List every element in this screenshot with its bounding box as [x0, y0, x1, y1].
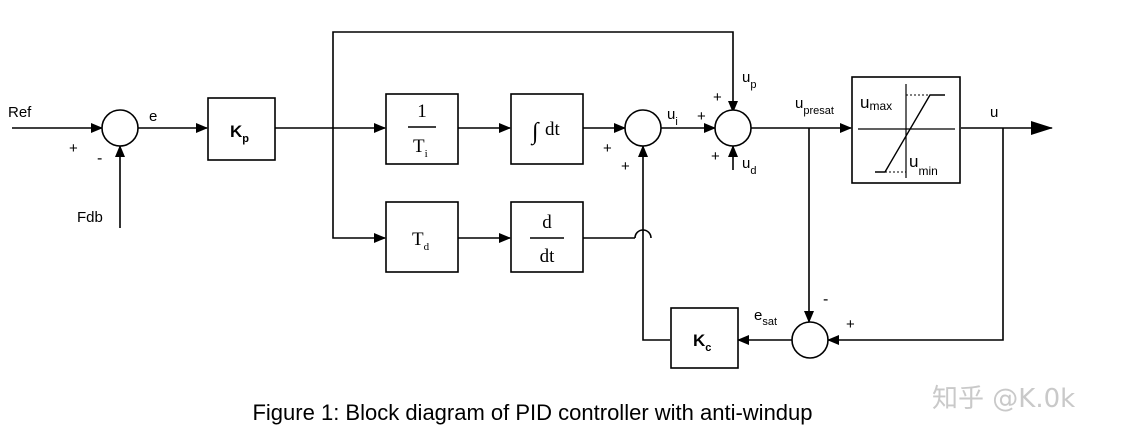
fdb-label: Fdb [77, 209, 103, 226]
td-subscript: d [424, 241, 430, 253]
ti-block: 1 Ti [385, 93, 459, 165]
kc-symbol: K [693, 331, 706, 350]
kp-symbol: K [230, 122, 243, 141]
svg-text:umin: umin [909, 152, 938, 178]
figure-caption: Figure 1: Block diagram of PID controlle… [252, 400, 813, 425]
ui-subscript: i [675, 116, 677, 128]
saturation-curve [875, 94, 945, 173]
upresat-subscript: presat [803, 105, 834, 117]
sum3-left-sign: + [697, 108, 706, 125]
wire-kc-to-sum2 [638, 145, 670, 341]
sum3-bottom-sign: + [711, 148, 720, 165]
deriv-denominator: dt [540, 246, 556, 267]
deriv-numerator: d [542, 212, 552, 233]
integrator-block: ∫ dt [510, 93, 584, 165]
svg-text:Td: Td [412, 229, 430, 253]
ud-symbol: u [742, 155, 750, 172]
integral-sign: ∫ [530, 119, 540, 146]
error-label: e [149, 108, 157, 125]
sum2-left-sign: + [603, 140, 612, 157]
svg-text:ud: ud [742, 155, 756, 177]
sum1-ref-sign: + [69, 140, 78, 157]
up-symbol: u [742, 69, 750, 86]
wires [12, 31, 1053, 345]
saturation-block: umax umin [851, 76, 961, 184]
sum-junction-error [101, 109, 139, 147]
sum-junction-saturation-error [791, 321, 829, 359]
sum1-fdb-sign: - [97, 150, 102, 167]
svg-text:ui: ui [667, 106, 678, 128]
svg-text:umax: umax [860, 93, 892, 113]
wire-kp-to-td [332, 128, 386, 243]
svg-text:Kc: Kc [693, 331, 711, 354]
up-subscript: p [750, 79, 756, 91]
svg-text:esat: esat [754, 307, 777, 328]
sum3-top-sign: + [713, 89, 722, 106]
svg-text:upresat: upresat [795, 95, 834, 117]
kp-subscript: p [242, 133, 249, 145]
ref-label: Ref [8, 104, 32, 121]
umax-symbol: u [860, 93, 869, 112]
upresat-symbol: u [795, 95, 803, 112]
td-symbol: T [412, 229, 424, 250]
ud-subscript: d [750, 165, 756, 177]
wire-proportional-path [332, 31, 738, 128]
derivative-block: d dt [510, 201, 584, 273]
umin-symbol: u [909, 152, 918, 171]
esat-subscript: sat [762, 316, 777, 328]
sum4-right-sign: + [846, 316, 855, 333]
esat-symbol: e [754, 307, 762, 324]
kp-block: Kp [207, 97, 276, 161]
kc-subscript: c [705, 342, 711, 354]
umin-subscript: min [918, 164, 937, 178]
ti-subscript: i [425, 148, 428, 160]
sum2-bottom-sign: + [621, 158, 630, 175]
sum-junction-output [714, 109, 752, 147]
svg-text:up: up [742, 69, 756, 91]
ti-denominator: T [413, 136, 425, 157]
kc-block: Kc [670, 307, 739, 369]
umax-subscript: max [869, 99, 892, 113]
integral-dt: dt [545, 119, 561, 140]
svg-text:Kp: Kp [230, 122, 249, 145]
sum4-top-sign: - [823, 291, 828, 308]
td-block: Td [385, 201, 459, 273]
wire-output-to-sum4 [827, 128, 1004, 345]
ui-symbol: u [667, 106, 675, 123]
watermark: 知乎 @K.0k [932, 384, 1076, 414]
sum-junction-integral [624, 109, 662, 147]
svg-text:Ti: Ti [413, 136, 428, 160]
ti-numerator: 1 [417, 101, 427, 122]
output-u-label: u [990, 104, 998, 121]
